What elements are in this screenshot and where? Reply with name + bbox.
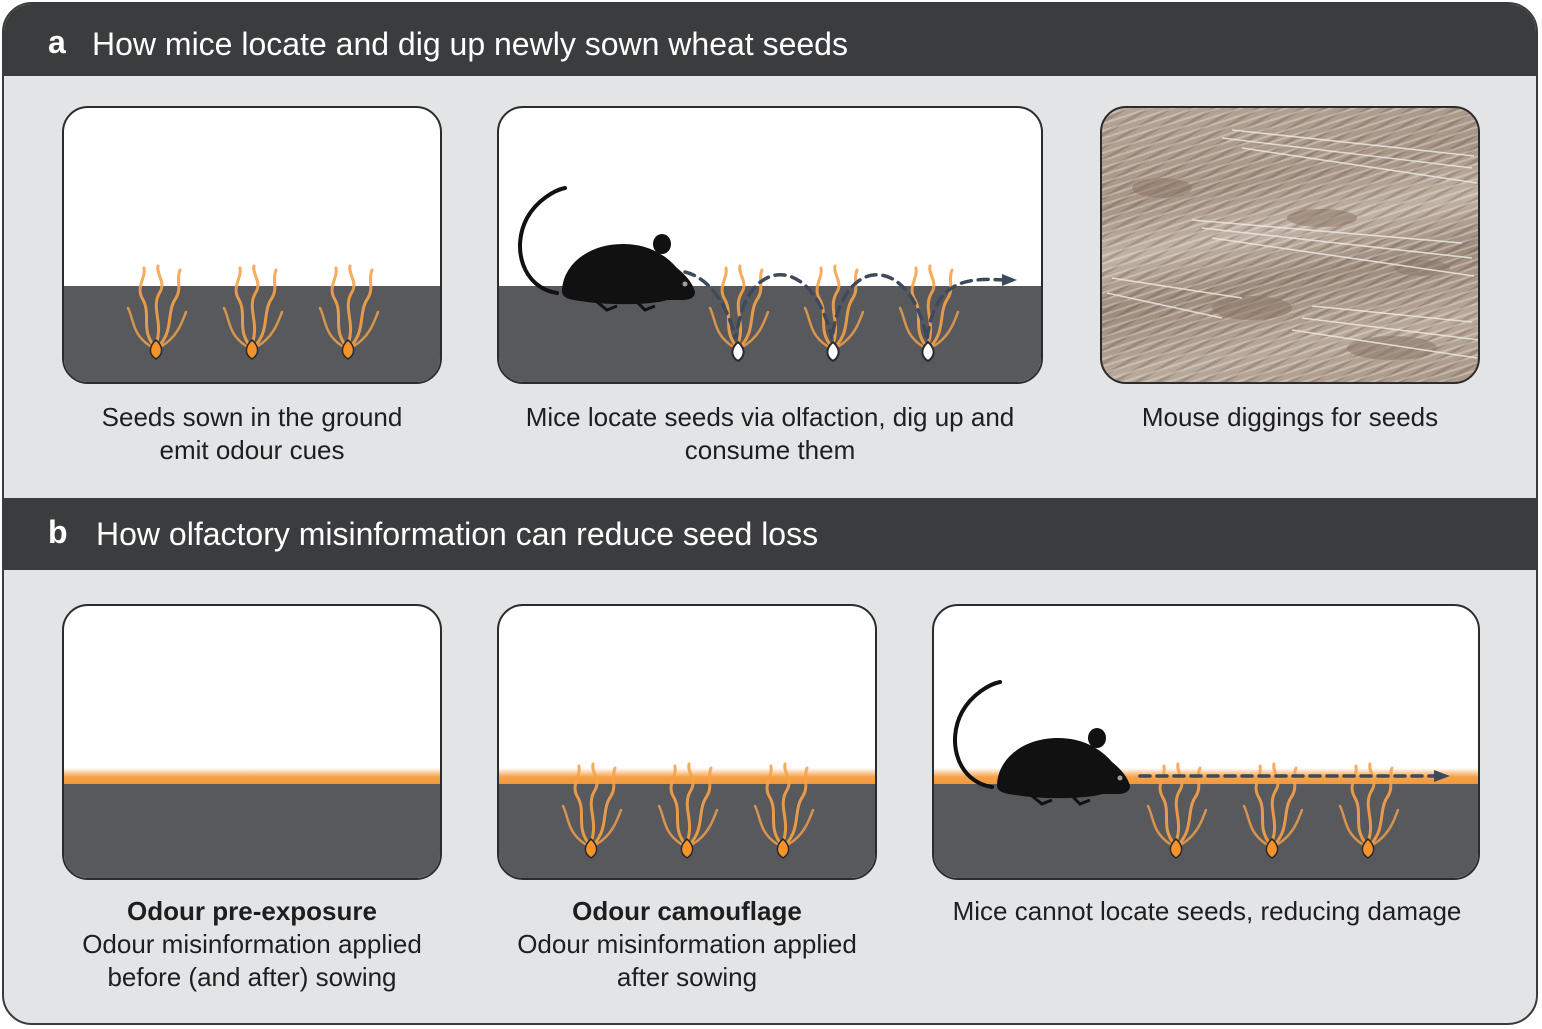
section-b-header: b How olfactory misinformation can reduc…: [4, 498, 1536, 570]
odour-plume-icon: [318, 264, 380, 348]
dashed-path-arrow-icon: [1138, 770, 1450, 782]
caption-a1: Seeds sown in the ground emit odour cues: [62, 401, 442, 467]
panel-a2-mouse-digs-seeds: [497, 106, 1043, 384]
section-b-letter: b: [48, 514, 68, 550]
seed-icon: [245, 339, 259, 360]
dug-seed-icon: [731, 340, 745, 363]
mouse-icon: [953, 680, 1130, 806]
caption-line: after sowing: [616, 962, 758, 992]
dug-seed-icon: [921, 340, 935, 363]
odour-plume-icon: [1338, 762, 1400, 846]
seed-icon: [1169, 838, 1183, 859]
seeds-with-odour-plumes: [561, 762, 815, 859]
caption-heading: Odour camouflage: [572, 896, 802, 926]
section-a-header: a How mice locate and dig up newly sown …: [4, 4, 1536, 76]
seed-icon: [776, 838, 790, 859]
caption-b2: Odour camouflage Odour misinformation ap…: [487, 895, 887, 994]
panel-b2-odour-camouflage: [497, 604, 877, 880]
seeds-with-odour-plumes: [126, 264, 380, 360]
caption-line: Mice locate seeds via olfaction, dig up …: [525, 402, 1015, 432]
caption-line: Mice cannot locate seeds, reducing damag…: [952, 896, 1462, 926]
mouse-passing-scene: [953, 680, 1450, 859]
odour-plume-icon: [898, 264, 960, 348]
caption-line: Odour misinformation applied: [82, 929, 422, 959]
odour-plume-icon: [561, 762, 623, 846]
caption-a2: Mice locate seeds via olfaction, dig up …: [487, 401, 1053, 467]
odour-plume-icon: [708, 264, 770, 348]
odour-plume-icon: [1146, 762, 1208, 846]
caption-heading: Odour pre-exposure: [127, 896, 377, 926]
seed-icon: [1361, 838, 1375, 859]
caption-line: before (and after) sowing: [107, 962, 397, 992]
caption-b3: Mice cannot locate seeds, reducing damag…: [912, 895, 1502, 928]
caption-line: emit odour cues: [159, 435, 345, 465]
ground: [64, 784, 440, 878]
odour-plume-icon: [222, 264, 284, 348]
seed-icon: [584, 838, 598, 859]
caption-line: Seeds sown in the ground: [101, 402, 403, 432]
dug-seed-icon: [826, 340, 840, 363]
caption-a3: Mouse diggings for seeds: [1100, 401, 1480, 434]
seed-icon: [149, 339, 163, 360]
mouse-icon: [518, 186, 695, 312]
panel-b3-mouse-cannot-locate: [932, 604, 1480, 880]
mouse-digging-scene: [518, 186, 1017, 363]
caption-line: consume them: [684, 435, 856, 465]
panel-b1-odour-pre-exposure: [62, 604, 442, 880]
panel-a3-diggings-photo: [1100, 106, 1480, 384]
odour-layer: [64, 768, 440, 784]
odour-plume-icon: [803, 264, 865, 348]
seed-icon: [1265, 838, 1279, 859]
odour-plume-icon: [753, 762, 815, 846]
seed-icon: [341, 339, 355, 360]
caption-line: Mouse diggings for seeds: [1141, 402, 1439, 432]
seed-icon: [680, 838, 694, 859]
field-photo: [1106, 129, 1478, 360]
odour-plume-icon: [126, 264, 188, 348]
section-b-title: How olfactory misinformation can reduce …: [96, 516, 819, 552]
odour-plume-icon: [657, 762, 719, 846]
caption-line: Odour misinformation applied: [517, 929, 857, 959]
dashed-path-arrow-icon: [683, 270, 1017, 341]
caption-b1: Odour pre-exposure Odour misinformation …: [52, 895, 452, 994]
panel-a1-seeds-emit-odour: [62, 106, 442, 384]
section-a-letter: a: [48, 24, 66, 60]
section-a-title: How mice locate and dig up newly sown wh…: [92, 26, 848, 62]
